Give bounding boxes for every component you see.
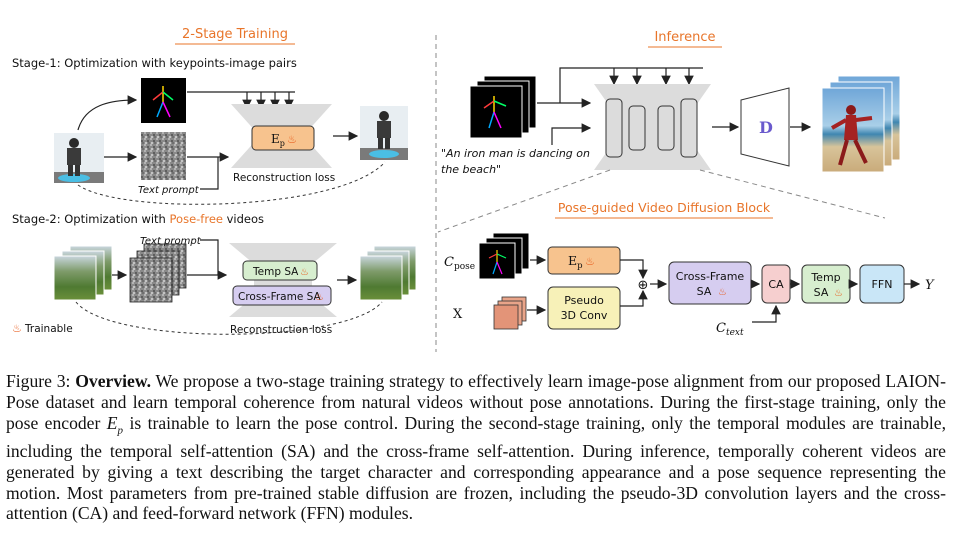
stage1-loss-curve (77, 161, 386, 205)
block-cross-frame-line2: SA (697, 285, 712, 298)
arrow-text-prompt-stage2 (200, 239, 219, 275)
caption-ep: E (106, 412, 118, 433)
fire-icon: ♨ (287, 134, 297, 146)
arrow-ctext-to-ca (752, 304, 781, 323)
stage1-output-image (360, 106, 408, 160)
fire-icon: ♨ (718, 287, 727, 298)
arrow-encoder-to-plus (620, 259, 648, 280)
stage2-temp-sa-box (242, 260, 318, 281)
inference-pose-bus (559, 67, 703, 103)
fire-icon: ♨ (315, 292, 324, 303)
stage2-cross-frame-label: Cross-Frame SA (238, 291, 321, 303)
stage1-recon-loss: Reconstruction loss (233, 172, 335, 184)
caption-text-2: is trainable to learn the pose control. … (6, 412, 946, 524)
x-input-stack (493, 296, 527, 330)
arrow-prompt-to-unet-inf (551, 123, 592, 145)
c-text-label: Ctext (716, 321, 744, 338)
caption-text-1: We propose a two-stage training strategy… (6, 371, 946, 433)
training-title: 2-Stage Training (182, 27, 288, 42)
inference-pose-stack (469, 75, 537, 139)
stage1-label: Stage-1: Optimization with keypoints-ima… (12, 56, 297, 70)
block-cross-frame-line1: Cross-Frame (676, 270, 745, 283)
inference-title: Inference (654, 30, 715, 45)
stage2-cross-frame-box (232, 285, 332, 306)
stage2-loss-curve (75, 301, 383, 335)
x-input-label: X (453, 307, 463, 322)
block-encoder-box (547, 246, 621, 275)
decoder-shape (740, 87, 790, 167)
zoom-line-left (437, 169, 611, 233)
stage2-recon-loss: Reconstruction loss (230, 324, 332, 336)
zoom-line-right (699, 169, 886, 219)
stage2-label: Stage-2: Optimization with Pose-free vid… (12, 212, 264, 226)
stage1-input-image (54, 133, 104, 183)
stage2-noise-stack (129, 243, 187, 303)
inf-unet-layer-4 (680, 98, 698, 158)
fire-icon: ♨ (834, 288, 843, 299)
block-title: Pose-guided Video Diffusion Block (558, 200, 771, 215)
arrow-pseudo-to-plus (620, 289, 648, 307)
arrow-text-prompt-stage1 (200, 157, 219, 190)
inf-unet-layer-1 (605, 98, 623, 158)
figure-caption: Figure 3: Overview. We propose a two-sta… (6, 371, 946, 524)
block-pose-stack (478, 232, 530, 280)
ffn-label: FFN (872, 278, 893, 291)
trainable-legend-icon: ♨ (12, 323, 22, 335)
overview-figure: 2-Stage Training Inference Stage-1: Opti… (12, 27, 935, 352)
stage1-text-prompt: Text prompt (138, 185, 200, 196)
stage2-temp-sa-label: Temp SA (252, 266, 299, 278)
fire-icon: ♨ (585, 256, 595, 268)
decoder-label: D (759, 118, 773, 137)
arrow-image-to-pose (77, 95, 138, 131)
stage2-input-video (53, 245, 113, 301)
caption-ep-sub: p (117, 424, 124, 437)
stage2-output-video (359, 245, 417, 301)
caption-label: Figure 3: (6, 371, 71, 391)
trainable-legend: Trainable (24, 323, 73, 335)
stage1-encoder-box (251, 125, 315, 151)
pseudo-line1: Pseudo (564, 294, 604, 307)
inf-unet-layer-3 (657, 105, 675, 151)
inference-prompt-line1: "An iron man is dancing on (441, 147, 590, 160)
fire-icon: ♨ (300, 267, 309, 278)
pseudo-3d-conv-box (547, 286, 621, 330)
ca-label: CA (768, 278, 784, 291)
c-pose-label: Cpose (444, 255, 475, 272)
inference-prompt-line2: the beach" (441, 163, 501, 176)
stage1-noise-image (141, 132, 186, 180)
block-temp-line2: SA (814, 286, 829, 299)
caption-bold: Overview. (75, 371, 151, 391)
pseudo-line2: 3D Conv (561, 309, 608, 322)
stage2-text-prompt: Text prompt (140, 236, 202, 247)
y-output-label: Y (925, 278, 935, 293)
block-temp-line1: Temp (810, 271, 840, 284)
plus-node: ⊕ (638, 278, 649, 293)
stage1-pose-image (141, 78, 186, 123)
inf-unet-layer-2 (628, 105, 646, 151)
inference-output-video (821, 75, 901, 173)
